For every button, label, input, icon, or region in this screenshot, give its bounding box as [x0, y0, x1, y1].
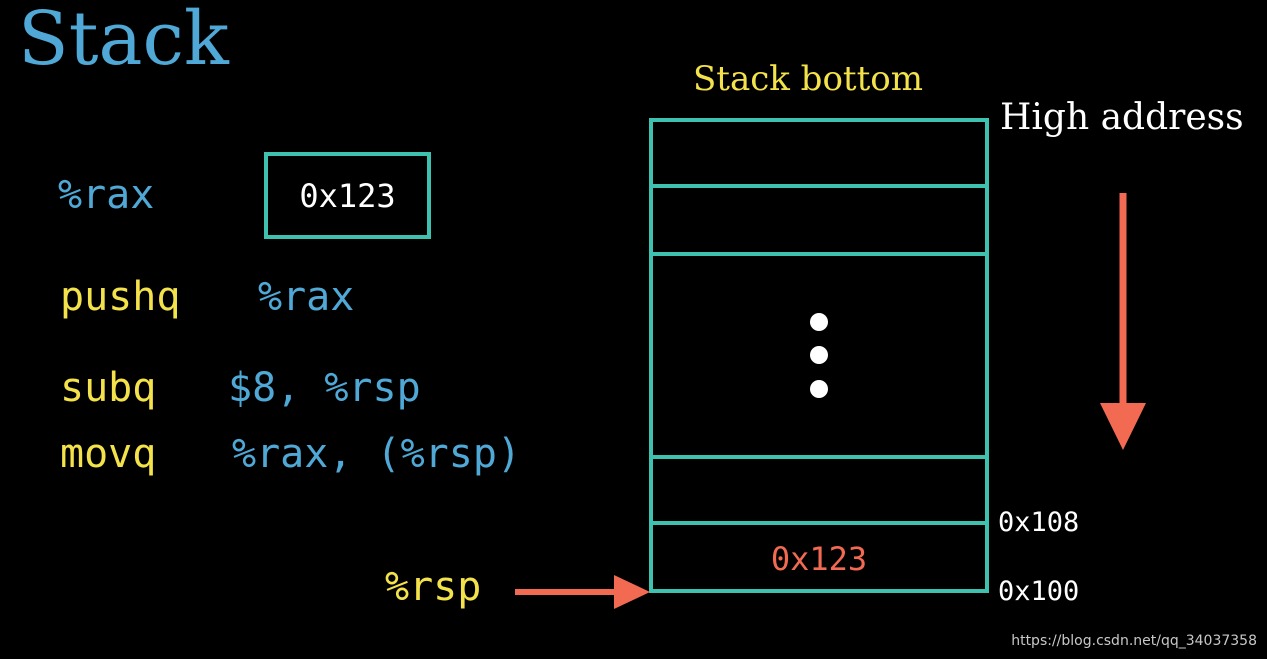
instruction-movq-opcode: movq	[60, 431, 157, 477]
register-name: %rax	[58, 172, 155, 218]
watermark: https://blog.csdn.net/qq_34037358	[1011, 633, 1257, 649]
instruction-pushq-operand: %rax	[258, 274, 355, 320]
register-value-box: 0x123	[264, 152, 431, 239]
high-address-label: High address	[1000, 97, 1244, 138]
register-value: 0x123	[299, 176, 396, 215]
instruction-subq-operand: $8, %rsp	[228, 365, 421, 411]
stack-pointer-label: %rsp	[385, 564, 482, 610]
address-label-0x100: 0x100	[998, 576, 1080, 607]
address-label-0x108: 0x108	[998, 507, 1080, 538]
arrow-down-icon	[1100, 193, 1146, 450]
stack-bottom-label: Stack bottom	[693, 59, 923, 99]
instruction-movq-operand: %rax, (%rsp)	[232, 431, 521, 477]
instruction-pushq-opcode: pushq	[60, 274, 181, 320]
arrow-right-icon	[515, 575, 650, 609]
stack-outline	[649, 118, 989, 593]
instruction-subq-opcode: subq	[60, 365, 157, 411]
stack-top-cell-value: 0x123	[771, 540, 867, 578]
page-title: Stack	[18, 0, 229, 82]
vertical-dots-icon	[810, 313, 828, 398]
stack-frame	[649, 118, 989, 593]
